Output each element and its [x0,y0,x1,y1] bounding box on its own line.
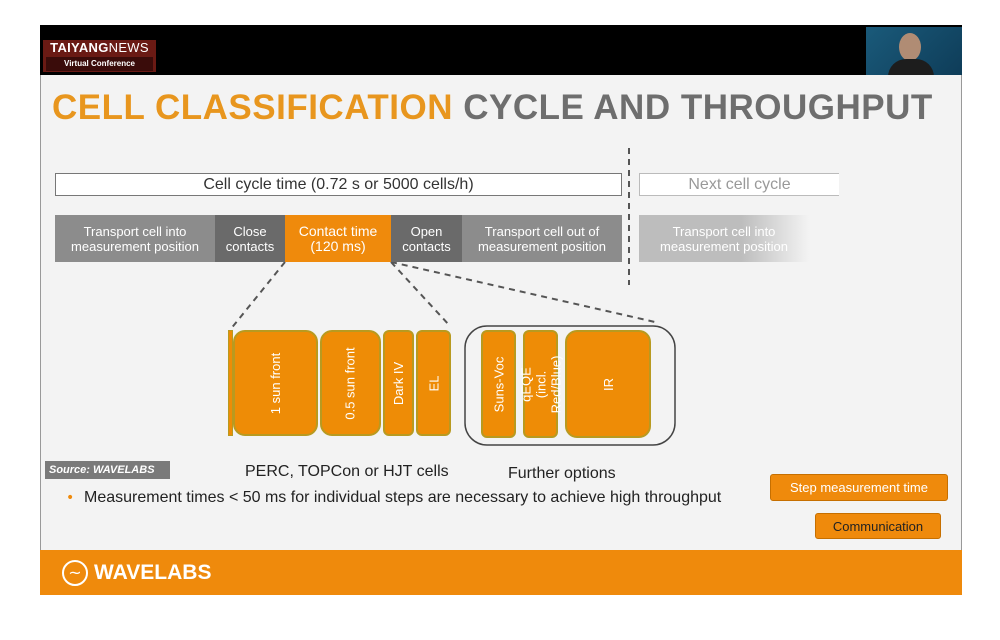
brand-bold: TAIYANG [50,40,109,55]
measurements-caption: PERC, TOPCon or HJT cells [245,463,449,480]
slide-footer: ~ WAVELABS [40,550,962,595]
slide-title: CELL CLASSIFICATION CYCLE AND THROUGHPUT [52,88,933,128]
option-suns-voc: Suns-Voc [481,330,516,438]
step-close-contacts: Close contacts [215,215,285,262]
measurement-dark-iv: Dark IV [383,330,414,436]
cycle-time-label: Cell cycle time (0.72 s or 5000 cells/h) [55,173,622,196]
wavelabs-logo: WAVELABS [94,561,212,584]
bullet-text: Measurement times < 50 ms for individual… [84,489,722,506]
next-cycle-label: Next cell cycle [639,173,839,196]
measurement-1-sun: 1 sun front [233,330,318,436]
wave-icon: ~ [62,560,88,586]
brand-light: NEWS [108,40,149,55]
speaker-video [866,27,962,77]
title-highlight: CELL CLASSIFICATION [52,88,453,127]
communication-button[interactable]: Communication [815,513,941,539]
option-ir: IR [565,330,651,438]
step-transport-out: Transport cell out of measurement positi… [462,215,622,262]
next-step-transport-in: Transport cell into measurement position [639,215,809,262]
conference-subtitle: Virtual Conference [46,57,153,71]
taiyangnews-logo: TAIYANGNEWS Virtual Conference [43,40,156,72]
title-rest: CYCLE AND THROUGHPUT [463,88,933,127]
step-measurement-time-button[interactable]: Step measurement time [770,474,948,501]
source-badge: Source: WAVELABS [45,461,170,479]
top-bar [40,25,962,75]
step-open-contacts: Open contacts [391,215,462,262]
step-transport-in: Transport cell into measurement position [55,215,215,262]
options-caption: Further options [508,465,616,482]
measurement-half-sun: 0.5 sun front [320,330,381,436]
step-contact-time: Contact time (120 ms) [285,215,391,262]
bullet-icon: • [66,490,75,506]
option-qeqe: qEQE (incl. Red/Blue) [518,330,563,438]
measurement-el: EL [416,330,451,436]
measurement-sliver [228,330,233,436]
